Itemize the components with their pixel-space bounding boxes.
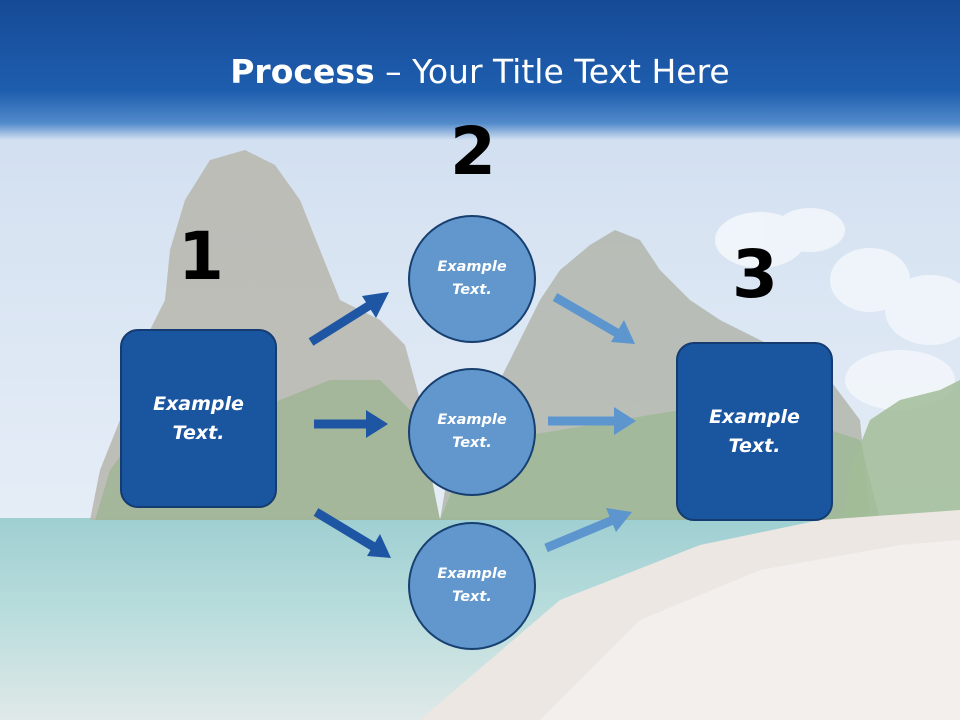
bottom-circle-label: Example Text. — [437, 566, 507, 605]
right-box-label: Example Text. — [709, 405, 800, 457]
step-number-3: 3 — [732, 236, 778, 313]
arrow-from-top-circle — [552, 293, 635, 344]
right-step-box: Example Text. — [676, 342, 833, 521]
middle-circle-label: Example Text. — [437, 412, 507, 451]
title-rest: – Your Title Text Here — [374, 52, 730, 91]
top-circle-label: Example Text. — [437, 259, 507, 298]
arrow-from-bottom-circle — [544, 508, 632, 553]
left-step-box: Example Text. — [120, 329, 277, 508]
step-number-2: 2 — [450, 113, 496, 190]
arrow-from-middle-circle — [548, 407, 636, 435]
top-circle: Example Text. — [408, 215, 536, 343]
arrow-to-top-circle — [308, 292, 389, 346]
left-box-label: Example Text. — [153, 392, 244, 444]
bottom-circle: Example Text. — [408, 522, 536, 650]
slide-title: Process – Your Title Text Here — [0, 52, 960, 91]
title-bold: Process — [230, 52, 375, 91]
arrow-to-middle-circle — [314, 410, 388, 438]
step-number-1: 1 — [178, 218, 224, 295]
title-banner — [0, 0, 960, 140]
arrow-to-bottom-circle — [313, 508, 391, 558]
middle-circle: Example Text. — [408, 368, 536, 496]
